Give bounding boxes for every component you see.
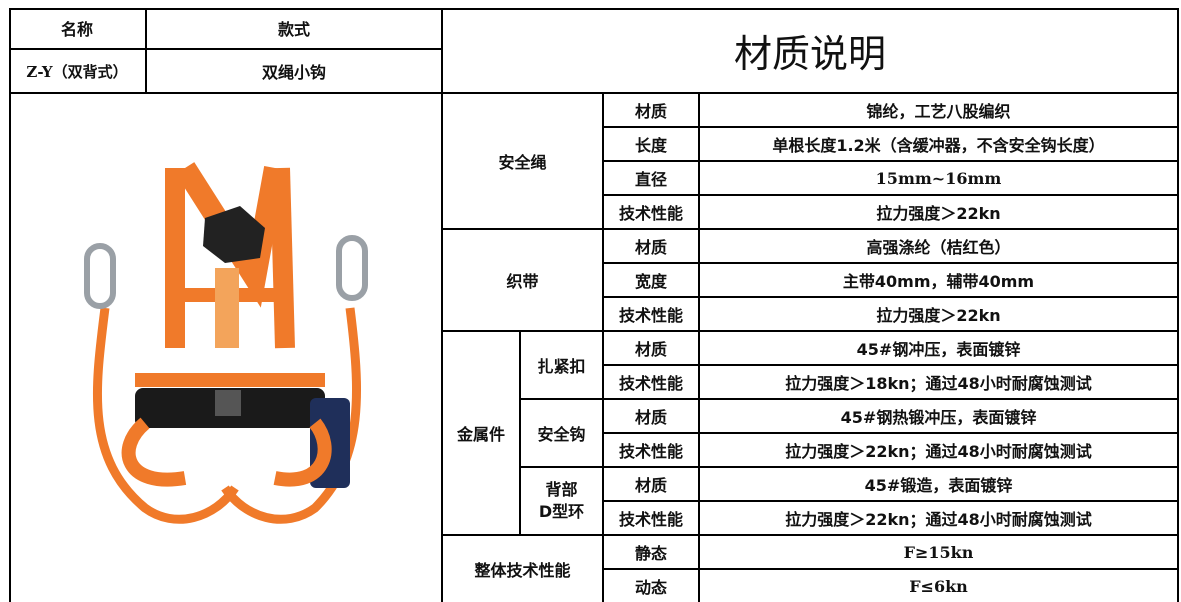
value-cell: 主带40mm，辅带40mm — [700, 264, 1179, 298]
attr-cell: 静态 — [604, 536, 700, 570]
value-cell: 拉力强度＞18kn；通过48小时耐腐蚀测试 — [700, 366, 1179, 400]
attr-cell: 动态 — [604, 570, 700, 602]
value-cell: 15mm~16mm — [700, 162, 1179, 196]
attr-cell: 长度 — [604, 128, 700, 162]
group-metal: 金属件 — [443, 332, 521, 536]
value-cell: 45#锻造，表面镀锌 — [700, 468, 1179, 502]
value-cell: 高强涤纶（桔红色） — [700, 230, 1179, 264]
model-name: Z-Y（双背式） — [9, 50, 147, 94]
attr-cell: 材质 — [604, 94, 700, 128]
attr-cell: 材质 — [604, 230, 700, 264]
value-cell: F≥15kn — [700, 536, 1179, 570]
value-cell: 拉力强度＞22kn — [700, 196, 1179, 230]
attr-cell: 材质 — [604, 332, 700, 366]
name-header: 名称 — [9, 8, 147, 50]
attr-cell: 材质 — [604, 400, 700, 434]
page-title: 材质说明 — [443, 8, 1179, 94]
attr-cell: 直径 — [604, 162, 700, 196]
attr-cell: 材质 — [604, 468, 700, 502]
dring-label-line1: 背部 — [545, 480, 578, 499]
spec-table — [9, 8, 1179, 602]
dring-label-line2: D型环 — [538, 502, 585, 521]
group-overall: 整体技术性能 — [443, 536, 604, 602]
value-cell: 拉力强度＞22kn；通过48小时耐腐蚀测试 — [700, 502, 1179, 536]
subgroup-hook: 安全钩 — [521, 400, 604, 468]
group-rope: 安全绳 — [443, 94, 604, 230]
attr-cell: 技术性能 — [604, 196, 700, 230]
value-cell: 45#钢冲压，表面镀锌 — [700, 332, 1179, 366]
attr-cell: 技术性能 — [604, 502, 700, 536]
attr-cell: 技术性能 — [604, 298, 700, 332]
safety-harness-icon — [84, 162, 368, 524]
value-cell: 拉力强度＞22kn；通过48小时耐腐蚀测试 — [700, 434, 1179, 468]
value-cell: 锦纶，工艺八股编织 — [700, 94, 1179, 128]
style-header: 款式 — [147, 8, 443, 50]
attr-cell: 技术性能 — [604, 366, 700, 400]
value-cell: 单根长度1.2米（含缓冲器，不含安全钩长度） — [700, 128, 1179, 162]
subgroup-dring: 背部 D型环 — [521, 468, 604, 536]
value-cell: F≤6kn — [700, 570, 1179, 602]
group-webbing: 织带 — [443, 230, 604, 332]
value-cell: 拉力强度＞22kn — [700, 298, 1179, 332]
attr-cell: 宽度 — [604, 264, 700, 298]
subgroup-buckle: 扎紧扣 — [521, 332, 604, 400]
product-image-cell — [9, 94, 443, 602]
model-style: 双绳小钩 — [147, 50, 443, 94]
attr-cell: 技术性能 — [604, 434, 700, 468]
value-cell: 45#钢热锻冲压，表面镀锌 — [700, 400, 1179, 434]
